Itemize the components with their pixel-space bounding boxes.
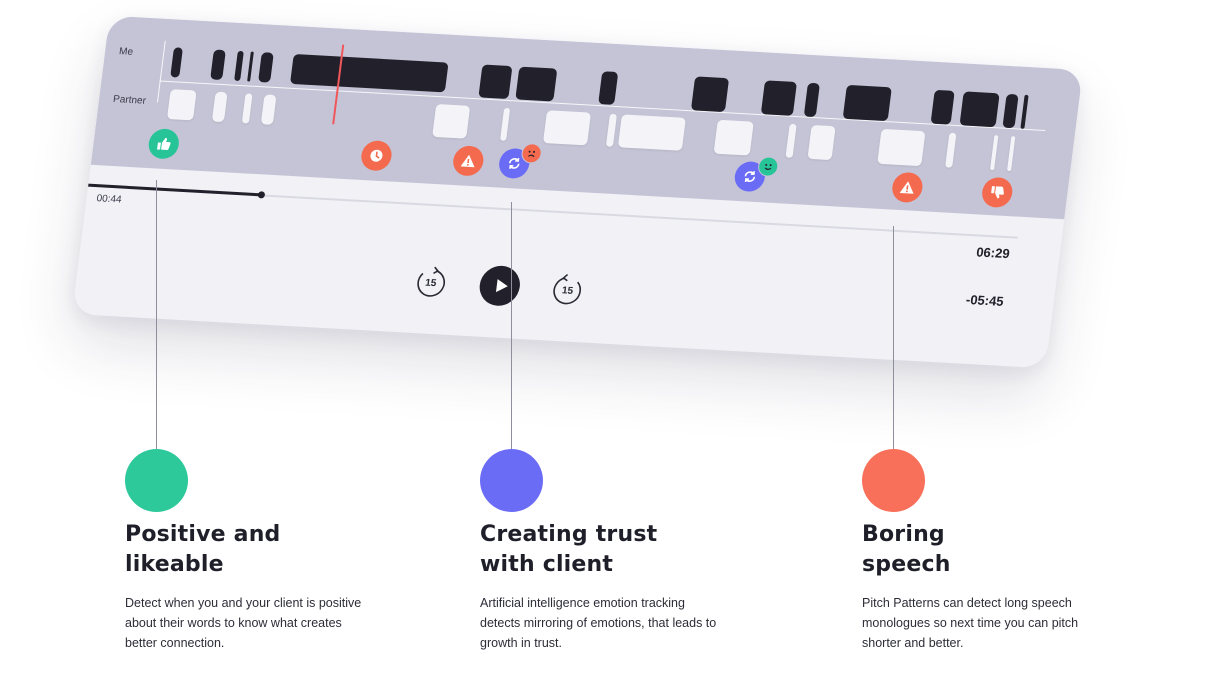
row-start-tick: [156, 40, 166, 103]
feature-title: Boring speech: [862, 520, 1102, 580]
connector-line-boring: [893, 226, 894, 450]
positive-dot: [125, 449, 188, 512]
rewind-15-button[interactable]: 15: [411, 263, 451, 301]
partner-speech-segment: [241, 93, 253, 124]
partner-speech-segment: [500, 107, 511, 141]
trust-dot: [480, 449, 543, 512]
connector-line-trust: [511, 202, 512, 450]
thumbs-up-icon[interactable]: [146, 128, 181, 160]
feature-title-line: likeable: [125, 552, 224, 577]
sad-face-icon: [520, 142, 543, 164]
feature-title-line: Creating trust: [480, 522, 658, 547]
me-speech-segment: [760, 80, 798, 116]
me-speech-segment: [930, 89, 955, 125]
feature-trust: Creating trust with client Artificial in…: [480, 520, 720, 653]
me-speech-segment: [515, 66, 558, 102]
feature-positive: Positive and likeable Detect when you an…: [125, 520, 365, 653]
total-time: 06:29: [975, 244, 1011, 262]
thumbs-down-icon[interactable]: [980, 176, 1015, 209]
feature-description: Detect when you and your client is posit…: [125, 596, 362, 650]
forward-label: 15: [561, 285, 574, 297]
me-speech-segment: [290, 53, 449, 93]
warning-icon[interactable]: [451, 145, 486, 177]
partner-speech-segment: [990, 135, 999, 171]
me-speech-segment: [598, 71, 619, 105]
me-speech-segment: [842, 84, 892, 122]
mirror-sync-icon[interactable]: [733, 160, 767, 193]
warning-icon[interactable]: [890, 171, 925, 204]
partner-speech-segment: [713, 119, 754, 156]
forward-15-button[interactable]: 15: [547, 271, 587, 309]
conversation-timeline[interactable]: Me Partner: [90, 15, 1084, 220]
partner-speech-segment: [945, 132, 957, 168]
feature-boring: Boring speech Pitch Patterns can detect …: [862, 520, 1102, 653]
boring-dot: [862, 449, 925, 512]
partner-speech-segment: [211, 91, 228, 123]
me-speech-segment: [247, 51, 254, 82]
me-speech-segment: [478, 64, 513, 99]
audio-player-card: Me Partner: [71, 15, 1084, 369]
feature-title-line: Positive and: [125, 522, 281, 547]
clock-icon[interactable]: [359, 139, 394, 172]
partner-speech-segment: [605, 113, 618, 147]
feature-title-line: Boring: [862, 522, 945, 547]
me-speech-segment: [959, 91, 1000, 128]
me-speech-segment: [1002, 93, 1019, 129]
partner-speech-segment: [542, 110, 592, 146]
partner-speech-segment: [166, 89, 197, 121]
remaining-time: -05:45: [965, 291, 1005, 309]
partner-speech-segment: [432, 103, 471, 139]
me-speech-segment: [234, 50, 244, 81]
rewind-label: 15: [424, 278, 437, 290]
feature-title-line: speech: [862, 552, 951, 577]
me-speech-segment: [1020, 94, 1029, 129]
feature-title-line: with client: [480, 552, 614, 577]
feature-description: Artificial intelligence emotion tracking…: [480, 596, 717, 650]
feature-title: Positive and likeable: [125, 520, 365, 580]
elapsed-time: 00:44: [95, 193, 123, 206]
connector-line-positive: [156, 180, 157, 450]
happy-face-icon: [756, 156, 780, 178]
me-speech-segment: [210, 49, 226, 80]
me-speech-segment: [170, 47, 183, 78]
me-speech-segment: [258, 52, 274, 83]
me-speech-segment: [690, 76, 730, 113]
play-icon: [495, 279, 508, 293]
play-button[interactable]: [477, 264, 523, 307]
partner-speech-segment: [877, 128, 926, 167]
progress-knob[interactable]: [257, 191, 266, 199]
partner-speech-segment: [617, 114, 686, 151]
partner-speech-segment: [785, 123, 797, 158]
partner-speech-segment: [260, 94, 277, 125]
feature-description: Pitch Patterns can detect long speech mo…: [862, 596, 1079, 650]
partner-speech-segment: [1006, 136, 1016, 172]
partner-speech-segment: [807, 124, 836, 161]
row-label-partner: Partner: [112, 93, 147, 107]
me-speech-segment: [803, 82, 820, 118]
feature-title: Creating trust with client: [480, 520, 720, 580]
row-label-me: Me: [118, 46, 134, 58]
mirror-sync-icon[interactable]: [497, 147, 532, 180]
